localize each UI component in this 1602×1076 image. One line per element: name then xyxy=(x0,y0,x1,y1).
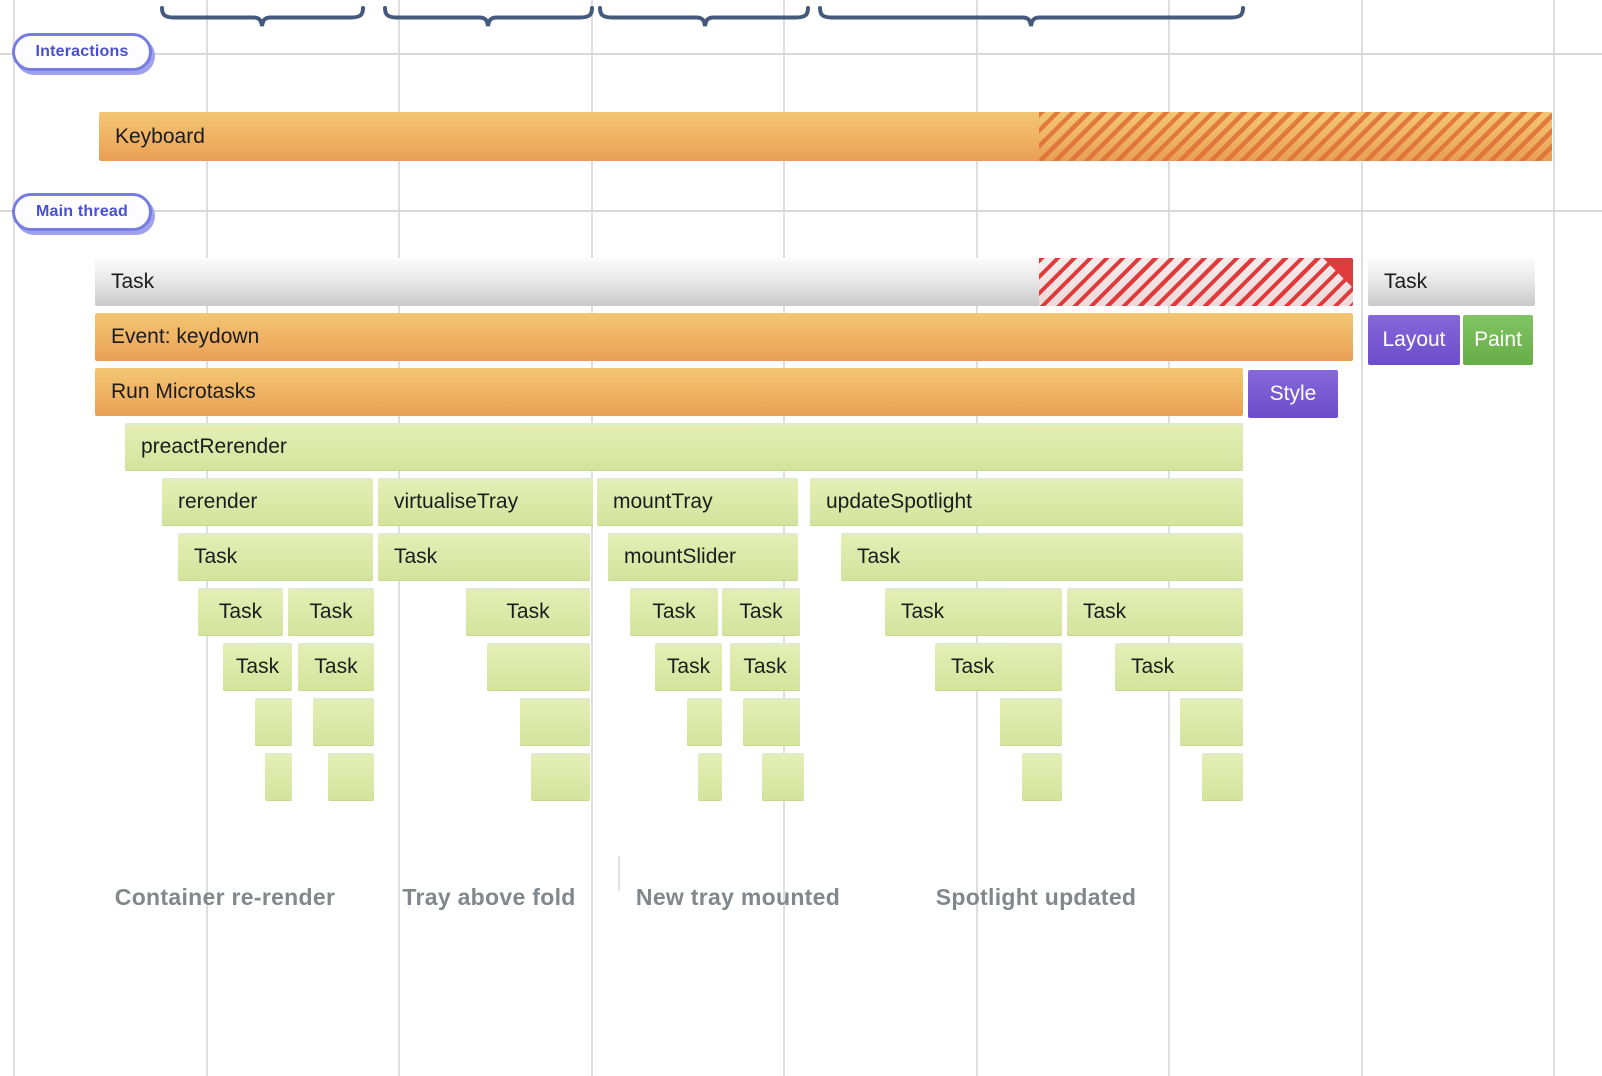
bar-label: Task xyxy=(111,270,155,293)
bar-label: Task xyxy=(743,655,787,678)
bar-style[interactable]: Style xyxy=(1248,370,1338,418)
bar-task[interactable]: Task xyxy=(378,533,590,581)
bar-event-keydown[interactable]: Event: keydown xyxy=(95,313,1353,361)
annotation-spotlight-updated: Spotlight updated xyxy=(935,884,1137,910)
flame-bar[interactable] xyxy=(328,753,374,801)
interactions-track-title: Interactions xyxy=(35,43,129,60)
flame-bar[interactable] xyxy=(687,698,722,746)
annotation-container-re-render: Container re-render xyxy=(114,884,336,910)
bar-label: Paint xyxy=(1474,328,1522,351)
bar-task[interactable]: Task xyxy=(198,588,283,636)
bar-task[interactable]: Task xyxy=(1115,643,1243,691)
grid-vline xyxy=(591,0,593,1076)
annotation-braces xyxy=(160,6,1245,27)
brace-new-tray-mounted xyxy=(598,6,810,27)
bar-label: rerender xyxy=(178,490,258,513)
bar-task[interactable]: Task xyxy=(466,588,590,636)
bar-mounttray[interactable]: mountTray xyxy=(597,478,798,526)
grid-vline xyxy=(1361,0,1363,1076)
brace-tray-above-fold xyxy=(383,6,594,27)
bar-updatespotlight[interactable]: updateSpotlight xyxy=(810,478,1243,526)
flame-bar[interactable] xyxy=(1000,698,1062,746)
bar-label: Layout xyxy=(1382,328,1446,351)
flame-bar[interactable] xyxy=(1180,698,1243,746)
bar-label: Task xyxy=(194,545,238,568)
bar-label: Task xyxy=(739,600,783,623)
track-label-interactions[interactable]: Interactions xyxy=(12,33,152,71)
bar-label: Task xyxy=(314,655,358,678)
flame-bar[interactable] xyxy=(1202,753,1243,801)
bar-label: Task xyxy=(218,600,263,623)
bar-label: Task xyxy=(506,600,550,623)
main-thread-track-title: Main thread xyxy=(36,203,128,220)
bar-task[interactable]: Task xyxy=(935,643,1062,691)
bar-preactrerender[interactable]: preactRerender xyxy=(125,423,1243,471)
flame-bar[interactable] xyxy=(531,753,590,801)
flame-bar[interactable] xyxy=(520,698,590,746)
bar-label: Task xyxy=(235,655,280,678)
bar-label: Task xyxy=(857,545,901,568)
brace-spotlight-updated xyxy=(818,6,1245,27)
bar-label: preactRerender xyxy=(141,435,287,458)
bar-label: updateSpotlight xyxy=(826,490,972,513)
bar-task[interactable]: Task xyxy=(95,258,1353,306)
bar-label: Task xyxy=(1384,270,1428,293)
flame-bar[interactable] xyxy=(313,698,374,746)
bar-label: Style xyxy=(1269,382,1317,405)
bar-label: Task xyxy=(1083,600,1127,623)
bar-task[interactable]: Task xyxy=(841,533,1243,581)
flame-bar[interactable] xyxy=(698,753,722,801)
bar-label: mountSlider xyxy=(624,545,737,568)
red-hatch-overlay xyxy=(1039,258,1353,306)
bar-paint[interactable]: Paint xyxy=(1463,315,1533,365)
bar-task[interactable]: Task xyxy=(288,588,374,636)
bar-run-microtasks[interactable]: Run Microtasks xyxy=(95,368,1243,416)
red-corner-marker xyxy=(1323,258,1353,288)
bar-task[interactable]: Task xyxy=(178,533,373,581)
bar-label: Task xyxy=(394,545,438,568)
bar-label: Task xyxy=(1131,655,1175,678)
grid-vline xyxy=(13,0,15,1076)
bar-keyboard[interactable]: Keyboard xyxy=(99,112,1552,161)
bar-label: Task xyxy=(951,655,995,678)
annotation-tray-above-fold: Tray above fold xyxy=(402,884,576,910)
bar-label: Run Microtasks xyxy=(111,380,256,403)
bar-task[interactable]: Task xyxy=(730,643,800,691)
bar-label: Task xyxy=(901,600,945,623)
bar-task[interactable]: Task xyxy=(1067,588,1243,636)
bar-task[interactable]: Task xyxy=(655,643,722,691)
bar-virtualisetray[interactable]: virtualiseTray xyxy=(378,478,593,526)
annotation-new-tray-mounted: New tray mounted xyxy=(635,884,841,910)
bar-layout[interactable]: Layout xyxy=(1368,315,1460,365)
bar-task[interactable]: Task xyxy=(223,643,292,691)
track-label-main-thread[interactable]: Main thread xyxy=(12,193,152,231)
bar-task[interactable]: Task xyxy=(1368,258,1535,306)
flame-bar[interactable] xyxy=(487,643,590,691)
grid-divider-segment xyxy=(618,856,620,891)
bar-rerender[interactable]: rerender xyxy=(162,478,373,526)
bar-task[interactable]: Task xyxy=(722,588,800,636)
grid-hline xyxy=(0,53,1602,55)
brace-container-re-render xyxy=(160,6,365,27)
bar-label: Task xyxy=(652,600,696,623)
orange-hatch-overlay xyxy=(1039,112,1552,161)
bar-label: Task xyxy=(666,655,711,678)
flame-bar[interactable] xyxy=(265,753,292,801)
bar-task[interactable]: Task xyxy=(298,643,374,691)
bar-label: Keyboard xyxy=(115,124,205,148)
flame-bar[interactable] xyxy=(255,698,292,746)
grid-vline xyxy=(1553,0,1555,1076)
bar-mountslider[interactable]: mountSlider xyxy=(608,533,798,581)
bar-task[interactable]: Task xyxy=(630,588,718,636)
bar-label: mountTray xyxy=(613,490,713,513)
bar-label: Event: keydown xyxy=(111,325,260,348)
flame-bar[interactable] xyxy=(1022,753,1062,801)
bar-label: virtualiseTray xyxy=(394,490,519,513)
flame-bar[interactable] xyxy=(762,753,804,801)
bar-task[interactable]: Task xyxy=(885,588,1062,636)
flame-bar[interactable] xyxy=(743,698,800,746)
bar-label: Task xyxy=(309,600,353,623)
grid-hline xyxy=(0,210,1602,212)
